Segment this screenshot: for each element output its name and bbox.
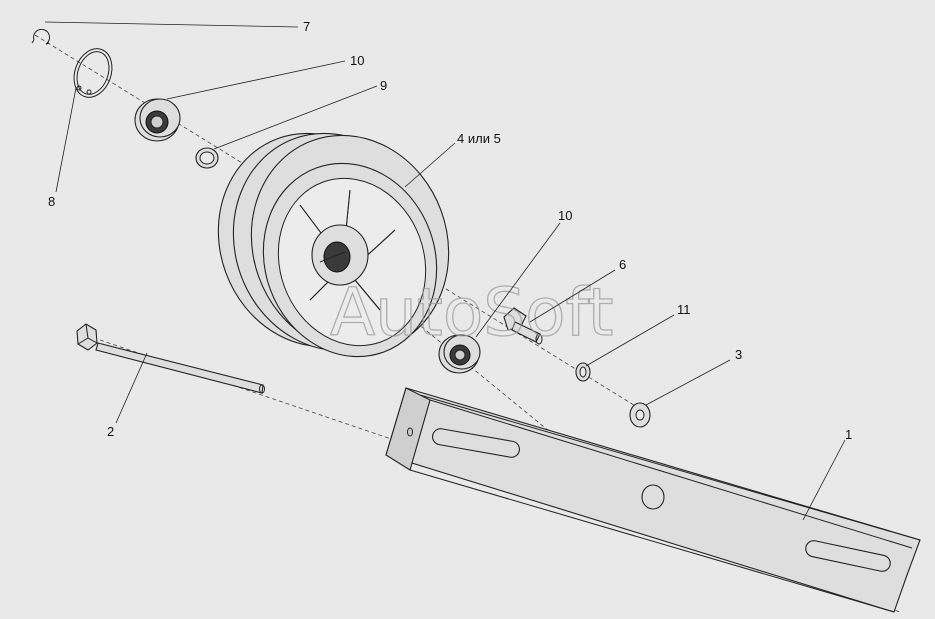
bolt-part-2 <box>76 323 265 394</box>
retaining-ring-part-8 <box>73 48 113 98</box>
callout-3: 3 <box>735 347 742 362</box>
callout-7: 7 <box>303 19 310 34</box>
bearing-part-10-lower <box>438 334 481 374</box>
callout-2: 2 <box>107 424 114 439</box>
bearing-part-10-upper <box>134 98 181 142</box>
callout-6: 6 <box>619 257 626 272</box>
callout-4-or-5: 4 или 5 <box>457 131 501 146</box>
leader-lines <box>44 21 846 521</box>
spacer-ring-part-9 <box>195 147 219 169</box>
pulley-part-4-or-5 <box>217 132 450 358</box>
callout-11: 11 <box>677 302 691 317</box>
bracket-part-1 <box>385 387 921 613</box>
callout-9: 9 <box>380 78 387 93</box>
callout-1: 1 <box>845 427 852 442</box>
callout-10-lower: 10 <box>558 208 572 223</box>
lock-washer-part-11 <box>575 362 591 382</box>
callout-10-upper: 10 <box>350 53 364 68</box>
circlip-part-7 <box>31 28 50 45</box>
callout-labels: 7 10 9 8 4 или 5 10 6 11 3 2 1 <box>48 19 852 442</box>
callout-8: 8 <box>48 194 55 209</box>
stud-part-6 <box>503 307 543 345</box>
watermark: AutoSoft <box>330 274 613 351</box>
main-assembly-axis <box>34 34 651 416</box>
flat-washer-part-3 <box>629 402 651 428</box>
